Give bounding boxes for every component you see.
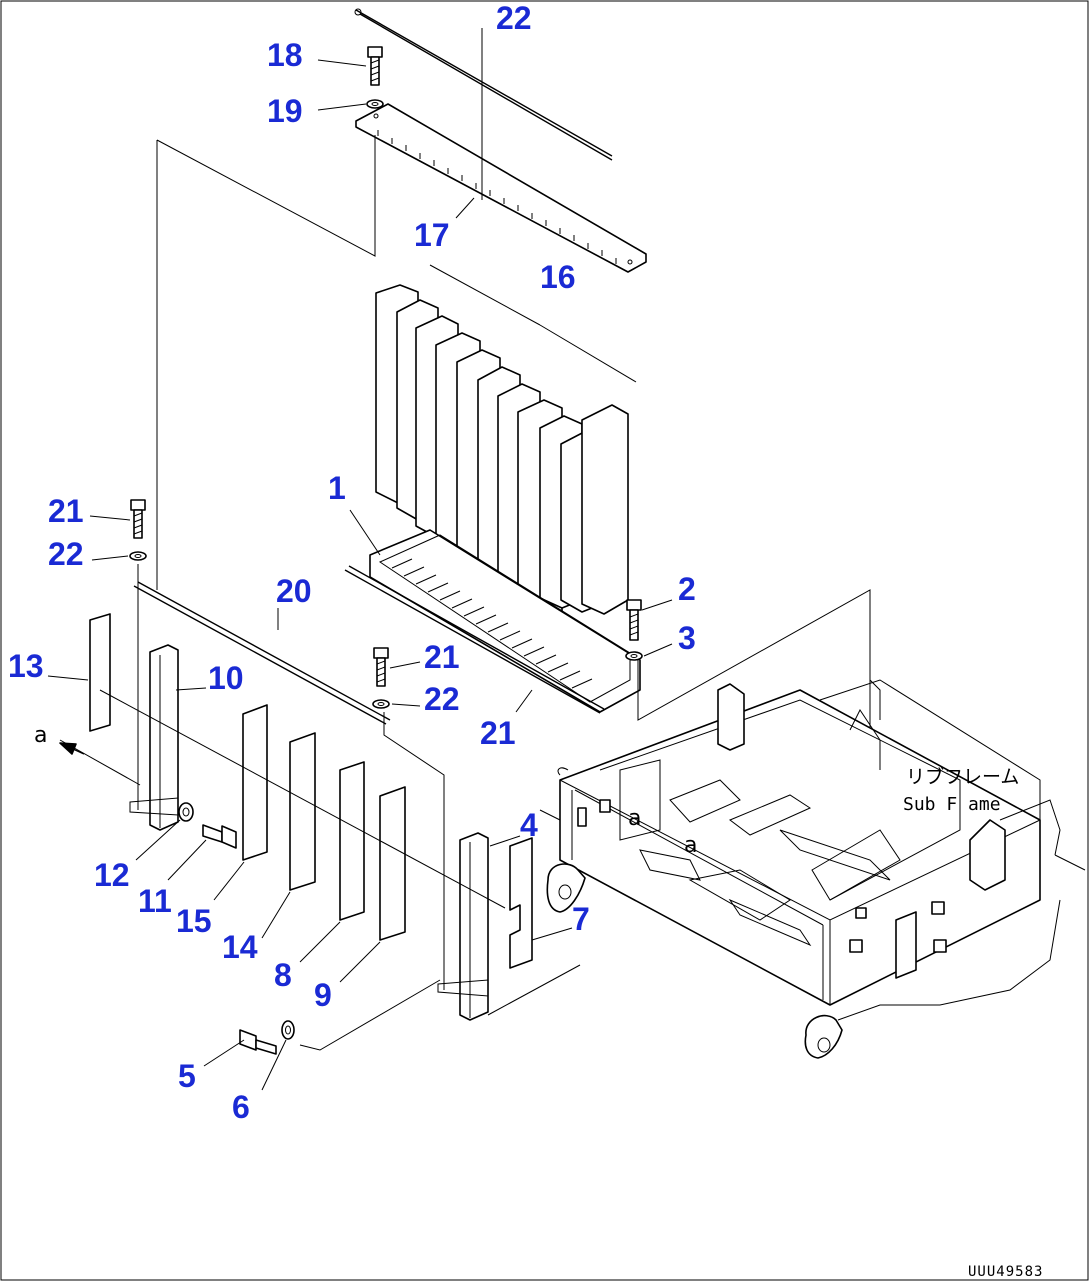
- part-13-bar: [89, 613, 111, 732]
- part-9-bar: [379, 786, 406, 941]
- callout-19: 19: [267, 93, 303, 129]
- callout-22-left: 22: [48, 536, 84, 572]
- part-6-washer: [281, 1020, 295, 1040]
- subframe-label-en: Sub F ame: [903, 794, 1001, 815]
- callout-5: 5: [178, 1058, 196, 1094]
- callout-24: 22: [496, 0, 532, 36]
- callout-11: 11: [138, 883, 172, 919]
- callout-13: 13: [8, 648, 44, 684]
- subframe-label-jp: リブフレーム: [906, 765, 1019, 788]
- callout-4: 4: [520, 807, 538, 843]
- callout-17: 17: [414, 217, 450, 253]
- part-19-washer: [366, 99, 384, 109]
- part-4-bracket: [437, 832, 489, 1021]
- sub-frame: a a: [539, 679, 1086, 1059]
- part-21-bolt-left: [130, 499, 146, 539]
- callout-labels: 22 18 19 17 16 1 21 22 2 20 3 21 13 10 2…: [8, 0, 696, 1125]
- assembly-lines: [59, 564, 871, 1051]
- part-16-panel-stack: [375, 284, 629, 623]
- callout-3: 3: [678, 620, 696, 656]
- callout-8: 8: [274, 957, 292, 993]
- part-1-base-tray: [369, 529, 641, 713]
- callout-21-middle: 21: [424, 639, 460, 675]
- part-5-bolt: [239, 1029, 277, 1055]
- part-23-rod: [344, 565, 605, 714]
- callout-14: 14: [222, 929, 258, 965]
- part-22-washer-left: [129, 551, 147, 561]
- callout-7: 7: [572, 901, 590, 937]
- callout-15: 15: [176, 903, 212, 939]
- callout-23: 21: [480, 715, 516, 751]
- part-15-bar: [242, 704, 268, 861]
- callout-9: 9: [314, 977, 332, 1013]
- part-11-bolt: [202, 824, 237, 849]
- callout-21-left: 21: [48, 493, 84, 529]
- callout-22-middle: 22: [424, 681, 460, 717]
- part-21-bolt-middle: [373, 647, 389, 687]
- ref-a-label-2: a: [628, 806, 641, 831]
- callout-20: 20: [276, 573, 312, 609]
- part-2-bolt: [626, 599, 642, 641]
- phantom-panel-outline: [156, 135, 376, 590]
- part-17-top-cover: [355, 103, 647, 273]
- arrow-a-label: a: [34, 723, 47, 748]
- part-22-washer-middle: [372, 699, 390, 709]
- part-7-plate: [509, 837, 533, 969]
- view-arrow-a: a: [34, 723, 85, 755]
- callout-16: 16: [540, 259, 576, 295]
- part-24-rod: [354, 8, 613, 161]
- part-10-bracket: [129, 644, 179, 831]
- callout-2: 2: [678, 571, 696, 607]
- drawing-code: UUU49583: [968, 1264, 1043, 1280]
- leader-lines: [47, 28, 673, 1091]
- callout-1: 1: [328, 470, 346, 506]
- part-8-bar: [339, 761, 365, 921]
- part-18-bolt: [367, 46, 383, 86]
- part-20-rod: [133, 581, 391, 725]
- callout-10: 10: [208, 660, 244, 696]
- part-14-bar: [289, 732, 316, 891]
- callout-18: 18: [267, 37, 303, 73]
- callout-6: 6: [232, 1089, 250, 1125]
- part-3-washer: [625, 651, 643, 661]
- ref-a-label: a: [684, 833, 697, 858]
- callout-12: 12: [94, 857, 130, 893]
- part-12-washer: [178, 802, 194, 822]
